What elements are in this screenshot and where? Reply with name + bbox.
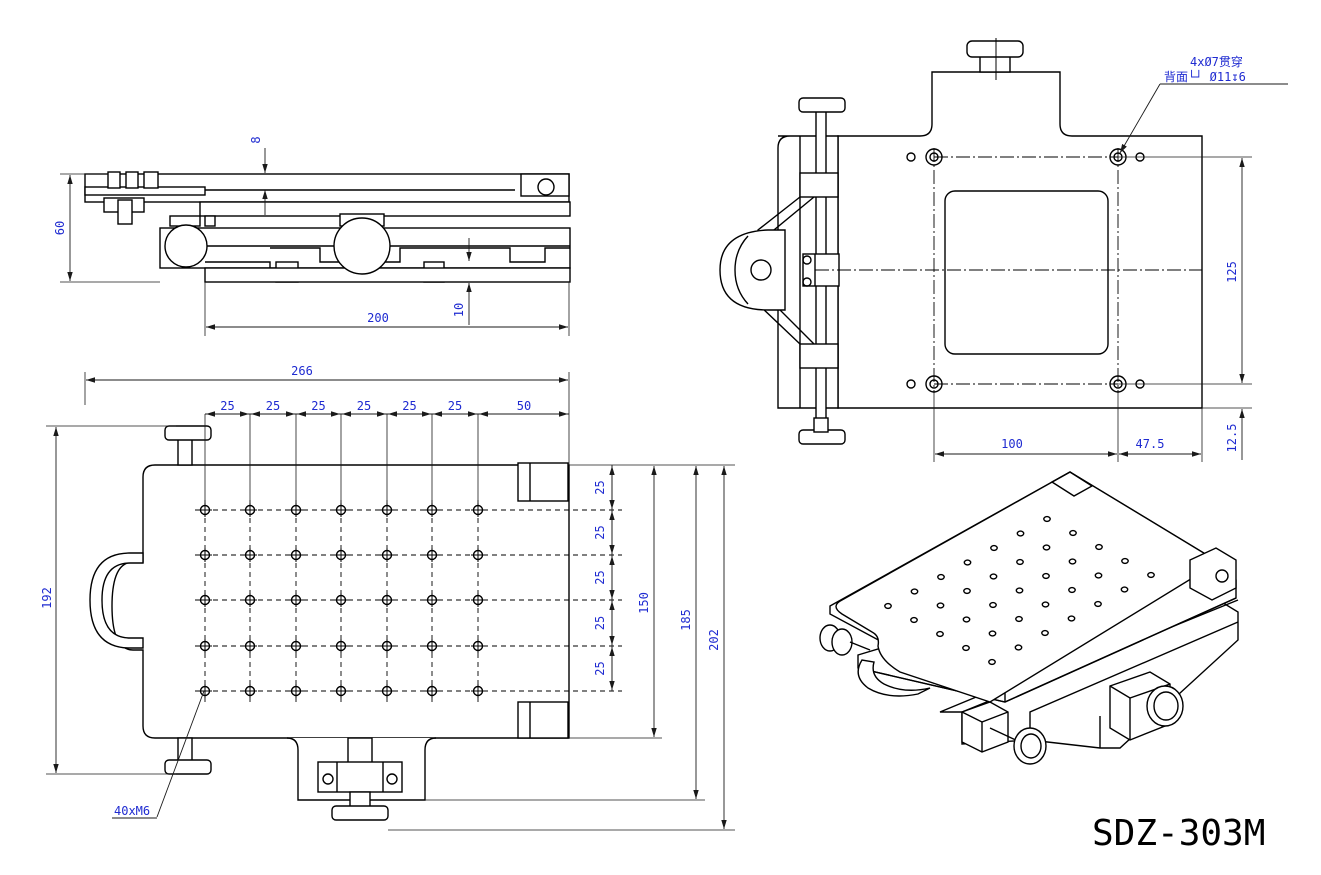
dim-pitch-x: 25 xyxy=(448,399,462,413)
hole-note-line1: 4xØ7贯穿 xyxy=(1190,54,1243,69)
hole-note-line2: 背面└┘ Ø11↧6 xyxy=(1164,69,1246,84)
iso-plate-hole xyxy=(1067,615,1076,622)
iso-plate-hole xyxy=(1095,543,1103,551)
note-40xM6: 40xM6 xyxy=(114,804,150,818)
iso-plate-hole xyxy=(1068,586,1076,594)
iso-plate-hole xyxy=(1042,572,1050,580)
iso-plate-hole xyxy=(1041,629,1049,637)
iso-plate-hole xyxy=(989,573,998,580)
iso-plate-hole xyxy=(1014,644,1023,651)
dim-100: 100 xyxy=(1001,437,1023,451)
dim-10: 10 xyxy=(452,303,466,317)
iso-plate-hole xyxy=(1015,615,1023,623)
iso-plate-hole xyxy=(1015,587,1024,594)
dim-pitch-y: 25 xyxy=(593,616,607,630)
side-view-dimensions: 60 8 10 200 xyxy=(53,136,570,336)
iso-plate-hole xyxy=(937,573,945,581)
top-view-dimensions: 4xØ7贯穿 背面└┘ Ø11↧6 125 12.5 100 47.5 xyxy=(933,54,1288,462)
dim-8: 8 xyxy=(249,136,263,143)
plan-view-dimensions: 266 25 25 25 25 25 25 50 192 25 25 25 25 25 150 1… xyxy=(40,364,735,831)
iso-plate-hole xyxy=(910,588,919,595)
dim-192: 192 xyxy=(40,587,54,609)
dim-60: 60 xyxy=(53,221,67,235)
dim-pitch-y: 25 xyxy=(593,480,607,494)
isometric-view xyxy=(819,471,1239,765)
dim-202: 202 xyxy=(707,629,721,651)
dim-150: 150 xyxy=(637,592,651,614)
iso-plate-hole xyxy=(936,630,944,638)
iso-plate-hole xyxy=(1016,558,1024,566)
top-view xyxy=(719,38,1203,445)
plan-view xyxy=(89,425,570,821)
iso-plate-hole xyxy=(1041,601,1050,608)
dim-12-5: 12.5 xyxy=(1225,424,1239,453)
iso-plate-hole xyxy=(990,544,998,552)
dim-pitch-x: 25 xyxy=(220,399,234,413)
dim-pitch-y: 25 xyxy=(593,525,607,539)
iso-plate-hole xyxy=(989,601,997,609)
iso-plate-hole xyxy=(1069,529,1077,537)
iso-plate-hole xyxy=(910,616,918,624)
iso-plate-hole xyxy=(1147,571,1155,579)
dim-50: 50 xyxy=(517,399,531,413)
dim-pitch-x: 25 xyxy=(357,399,371,413)
dim-pitch-x: 25 xyxy=(402,399,416,413)
dim-47-5: 47.5 xyxy=(1136,437,1165,451)
side-view xyxy=(84,171,571,283)
iso-plate-hole xyxy=(988,630,997,637)
dim-pitch-x: 25 xyxy=(311,399,325,413)
iso-plate-hole xyxy=(963,559,972,566)
dim-pitch-x: 25 xyxy=(266,399,280,413)
iso-plate-hole xyxy=(1094,572,1103,579)
iso-plate-hole xyxy=(1042,544,1051,551)
dim-185: 185 xyxy=(679,609,693,631)
dim-125: 125 xyxy=(1225,261,1239,283)
iso-plate-hole xyxy=(1043,515,1051,523)
iso-plate-hole xyxy=(884,602,892,610)
dim-200: 200 xyxy=(367,311,389,325)
iso-plate-hole xyxy=(1121,557,1129,565)
iso-plate-hole xyxy=(1016,530,1025,537)
model-number: SDZ-303M xyxy=(1092,813,1265,854)
iso-plate-hole xyxy=(962,616,971,623)
dim-pitch-y: 25 xyxy=(593,661,607,675)
iso-plate-hole xyxy=(962,644,970,652)
dim-266: 266 xyxy=(291,364,313,378)
iso-plate-hole xyxy=(1094,600,1102,608)
iso-plate-hole xyxy=(936,602,945,609)
iso-plate-hole xyxy=(963,587,971,595)
iso-plate-hole xyxy=(988,658,996,666)
iso-plate-hole xyxy=(1068,558,1077,565)
iso-plate-hole xyxy=(1120,586,1129,593)
dim-pitch-y: 25 xyxy=(593,570,607,584)
hole-grid xyxy=(195,414,622,702)
